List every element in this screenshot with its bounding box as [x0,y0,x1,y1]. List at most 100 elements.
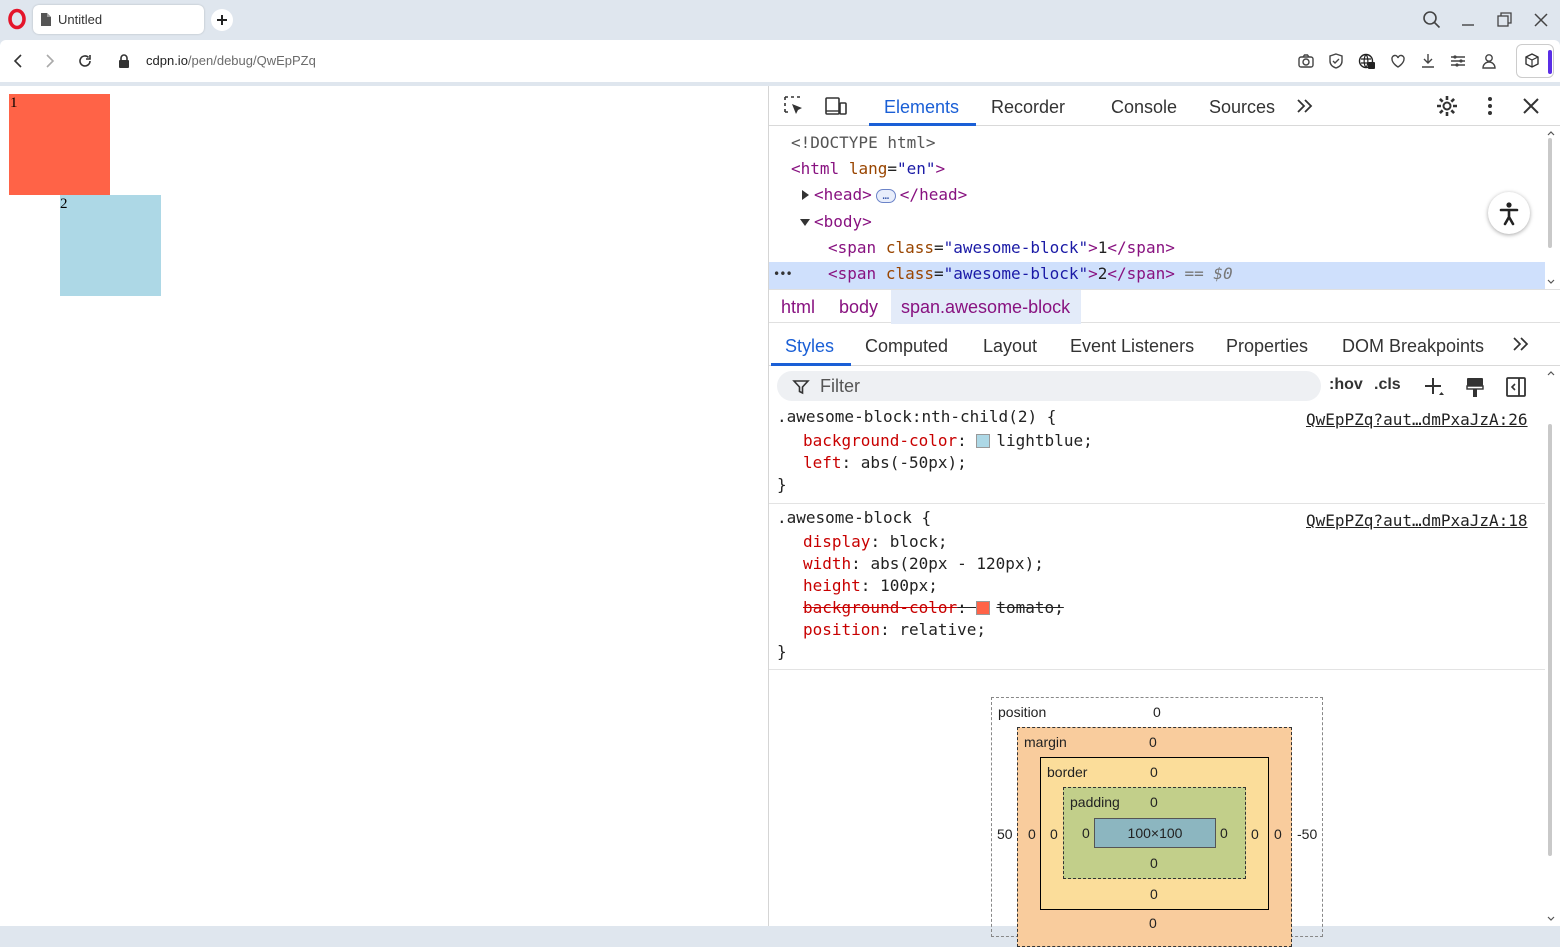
margin-bottom-value[interactable]: 0 [1149,915,1157,931]
breadcrumb-html[interactable]: html [781,297,816,317]
border-left-value[interactable]: 0 [1050,826,1058,842]
dom-node-span-2[interactable]: <span class="awesome-block">2</span> == … [828,264,1233,283]
tomato-color-swatch[interactable] [976,601,991,615]
tab-sources[interactable]: Sources [1209,97,1276,117]
scroll-down-arrow-icon[interactable] [1547,279,1555,285]
rule2-prop-display[interactable]: display: block; [803,532,948,551]
reload-icon[interactable] [75,51,95,71]
lock-icon[interactable] [114,51,134,71]
row-options-dots[interactable]: ••• [773,267,793,281]
new-style-rule-plus-icon[interactable] [1422,375,1446,399]
cls-button[interactable]: .cls [1374,376,1401,393]
browser-tab[interactable]: Untitled [33,5,204,34]
rule1-selector[interactable]: .awesome-block:nth-child(2) { [777,407,1057,426]
rule2-selector[interactable]: .awesome-block { [777,508,932,527]
rule2-prop-background-color-overridden[interactable]: background-color: tomato; [803,598,1064,617]
position-left-value[interactable]: 50 [997,826,1013,842]
lightblue-color-swatch[interactable] [976,434,991,448]
rule2-source-link[interactable]: QwEpPZq?aut…dmPxaJzA:18 [1306,511,1528,530]
dom-node-head[interactable]: <head>…</head> [814,182,967,208]
box-model-content-size[interactable]: 100×100 [1094,818,1216,848]
opera-logo-icon[interactable] [6,8,28,30]
settings-gear-icon[interactable] [1435,94,1459,118]
styles-scrollbar[interactable] [1548,424,1552,856]
rule2-prop-height[interactable]: height: 100px; [803,576,938,595]
margin-top-value[interactable]: 0 [1149,734,1157,750]
address-bar[interactable]: cdpn.io/pen/debug/QwEpPZq [146,53,316,68]
head-collapsed-ellipsis-button[interactable]: … [875,189,896,203]
inspect-element-icon[interactable] [782,94,806,118]
border-right-value[interactable]: 0 [1251,826,1259,842]
rule2-close-brace: } [777,642,787,661]
rule2-prop-position[interactable]: position: relative; [803,620,987,639]
border-top-value[interactable]: 0 [1150,764,1158,780]
tab-properties[interactable]: Properties [1226,336,1309,356]
selected-node-ref: == $0 [1184,264,1233,283]
camera-icon[interactable] [1297,52,1315,70]
device-toolbar-icon[interactable] [824,94,848,118]
tab-computed[interactable]: Computed [865,336,949,356]
position-top-value[interactable]: 0 [1153,704,1161,720]
dom-node-body[interactable]: <body> [814,209,872,235]
tab-styles[interactable]: Styles [785,336,835,356]
body-open-tag: <body> [814,212,872,231]
close-devtools-icon[interactable] [1519,94,1543,118]
styles-scroll-down-arrow-icon[interactable] [1547,916,1555,922]
rule1-source-link[interactable]: QwEpPZq?aut…dmPxaJzA:26 [1306,410,1528,429]
close-window-icon[interactable] [1530,9,1552,31]
extensions-button[interactable] [1516,44,1554,78]
margin-left-value[interactable]: 0 [1028,826,1036,842]
rule1-prop-left[interactable]: left: abs(-50px); [803,453,967,472]
accessibility-tree-button[interactable] [1488,192,1530,234]
minimize-icon[interactable] [1457,9,1479,31]
search-tabs-icon[interactable] [1421,9,1443,31]
body-collapse-triangle-icon[interactable] [799,217,811,227]
new-tab-button[interactable] [211,9,233,31]
styles-subtabbar: Styles Computed Layout Event Listeners P… [769,324,1560,366]
profile-icon[interactable] [1480,52,1498,70]
easy-setup-icon[interactable] [1449,52,1467,70]
breadcrumb-body[interactable]: body [839,297,879,317]
padding-top-value[interactable]: 0 [1150,794,1158,810]
paint-brush-icon[interactable] [1463,375,1487,399]
padding-bottom-value[interactable]: 0 [1150,855,1158,871]
address-toolbar: cdpn.io/pen/debug/QwEpPZq [0,40,1560,82]
hov-button[interactable]: :hov [1329,376,1363,393]
tab-elements[interactable]: Elements [884,97,960,117]
tab-layout[interactable]: Layout [983,336,1038,356]
vpn-globe-icon[interactable] [1358,52,1376,70]
forward-icon[interactable] [40,51,60,71]
padding-left-value[interactable]: 0 [1082,825,1090,841]
styles-scroll-up-arrow-icon[interactable] [1547,370,1555,376]
more-subtabs-chevron-icon[interactable] [1509,333,1531,355]
heart-icon[interactable] [1389,52,1407,70]
tab-dom-breakpoints[interactable]: DOM Breakpoints [1342,336,1485,356]
back-icon[interactable] [8,51,28,71]
kebab-menu-icon[interactable] [1478,94,1502,118]
document-icon [40,12,52,27]
margin-label: margin [1024,734,1067,750]
tab-recorder[interactable]: Recorder [991,97,1066,117]
tab-console[interactable]: Console [1111,97,1178,117]
dom-tree-scrollbar[interactable] [1548,138,1552,248]
breadcrumb-span-awesome-block[interactable]: span.awesome-block [901,297,1071,317]
head-expand-triangle-icon[interactable] [800,189,810,201]
download-icon[interactable] [1419,52,1437,70]
tab-event-listeners[interactable]: Event Listeners [1070,336,1195,356]
rule2-prop-width[interactable]: width: abs(20px - 120px); [803,554,1044,573]
prop-value: tomato; [996,598,1064,617]
margin-right-value[interactable]: 0 [1274,826,1282,842]
scroll-up-arrow-icon[interactable] [1547,130,1555,136]
toggle-sidebar-icon[interactable] [1504,375,1528,399]
more-tabs-chevron-icon[interactable] [1292,94,1316,118]
position-right-value[interactable]: -50 [1297,826,1318,842]
rule1-prop-background-color[interactable]: background-color: lightblue; [803,431,1093,450]
styles-filter-input[interactable]: Filter [777,371,1321,401]
dom-doctype[interactable]: <!DOCTYPE html> [791,130,936,156]
padding-right-value[interactable]: 0 [1220,825,1228,841]
border-bottom-value[interactable]: 0 [1150,886,1158,902]
restore-icon[interactable] [1493,9,1515,31]
shield-icon[interactable] [1327,52,1345,70]
dom-node-span-1[interactable]: <span class="awesome-block">1</span> [828,238,1175,257]
dom-node-html[interactable]: <html lang="en"> [791,159,946,178]
